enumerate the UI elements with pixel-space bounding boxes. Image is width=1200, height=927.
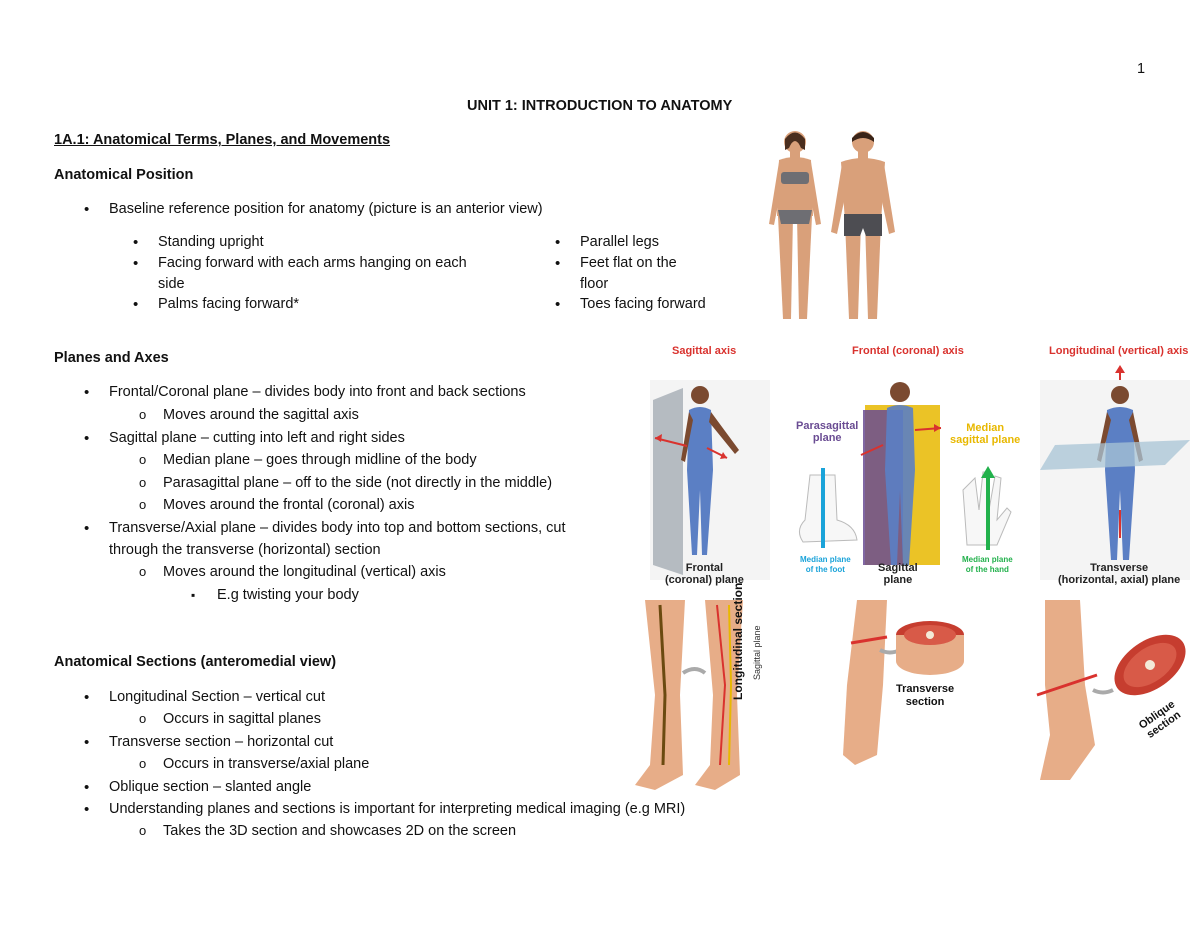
planes-axes-figure	[650, 365, 1190, 580]
imaging-subitem: Takes the 3D section and showcases 2D on…	[139, 820, 516, 842]
anatomical-position-heading: Anatomical Position	[54, 167, 194, 183]
imaging-item: Understanding planes and sections is imp…	[84, 799, 685, 820]
section-heading: 1A.1: Anatomical Terms, Planes, and Move…	[54, 132, 391, 148]
anatomical-sections-figure	[635, 600, 1186, 790]
sagittal-plane-subitem: Parasagittal plane – off to the side (no…	[139, 472, 552, 494]
planes-axes-heading: Planes and Axes	[54, 350, 169, 366]
transverse-plane-label: Transverse (horizontal, axial) plane	[1058, 562, 1181, 586]
position-item: Feet flat on the	[555, 253, 677, 274]
sagittal-plane-label: Sagittal plane	[878, 562, 918, 586]
frontal-axis-label: Frontal (coronal) axis	[852, 345, 964, 357]
position-item-continued: floor	[580, 276, 609, 292]
longitudinal-axis-label: Longitudinal (vertical) axis	[1049, 345, 1189, 357]
oblique-section-item: Oblique section – slanted angle	[84, 777, 311, 798]
position-item: Facing forward with each arms hanging on…	[133, 253, 467, 274]
transverse-section-item: Transverse section – horizontal cut	[84, 732, 333, 753]
anatomical-position-intro: Baseline reference position for anatomy …	[84, 199, 543, 220]
sagittal-plane-subitem: Moves around the frontal (coronal) axis	[139, 494, 415, 516]
position-item-continued: side	[158, 276, 185, 292]
longitudinal-section-subitem: Occurs in sagittal planes	[139, 708, 321, 730]
median-sagittal-plane-label: Median sagittal plane	[950, 422, 1021, 446]
position-item: Toes facing forward	[555, 294, 706, 315]
page-number: 1	[1137, 61, 1146, 77]
frontal-plane-label: Frontal (coronal) plane	[665, 562, 744, 586]
median-hand-label: Median plane of the hand	[962, 555, 1013, 574]
position-item: Standing upright	[133, 232, 264, 253]
sagittal-plane-subitem: Median plane – goes through midline of t…	[139, 449, 477, 471]
position-item: Parallel legs	[555, 232, 659, 253]
position-item: Palms facing forward*	[133, 294, 299, 315]
transverse-plane-item-continued: through the transverse (horizontal) sect…	[109, 542, 381, 558]
longitudinal-section-label: Longitudinal section	[731, 582, 745, 700]
frontal-plane-item: Frontal/Coronal plane – divides body int…	[84, 382, 526, 403]
sagittal-axis-label: Sagittal axis	[672, 345, 737, 357]
transverse-example: E.g twisting your body	[191, 585, 359, 606]
transverse-plane-subitem: Moves around the longitudinal (vertical)…	[139, 561, 446, 583]
unit-title: UNIT 1: INTRODUCTION TO ANATOMY	[467, 98, 733, 114]
sagittal-plane-small-label: Sagittal plane	[752, 625, 762, 680]
parasagittal-plane-label: Parasagittal plane	[796, 420, 859, 444]
anatomical-position-figure	[769, 131, 895, 319]
sagittal-plane-item: Sagittal plane – cutting into left and r…	[84, 428, 405, 449]
transverse-section-label: Transverse section	[896, 683, 955, 708]
longitudinal-section-item: Longitudinal Section – vertical cut	[84, 687, 325, 708]
transverse-plane-item: Transverse/Axial plane – divides body in…	[84, 518, 565, 539]
frontal-plane-subitem: Moves around the sagittal axis	[139, 404, 359, 426]
sections-heading: Anatomical Sections (anteromedial view)	[54, 654, 337, 670]
median-foot-label: Median plane of the foot	[800, 555, 851, 574]
transverse-section-subitem: Occurs in transverse/axial plane	[139, 753, 369, 775]
